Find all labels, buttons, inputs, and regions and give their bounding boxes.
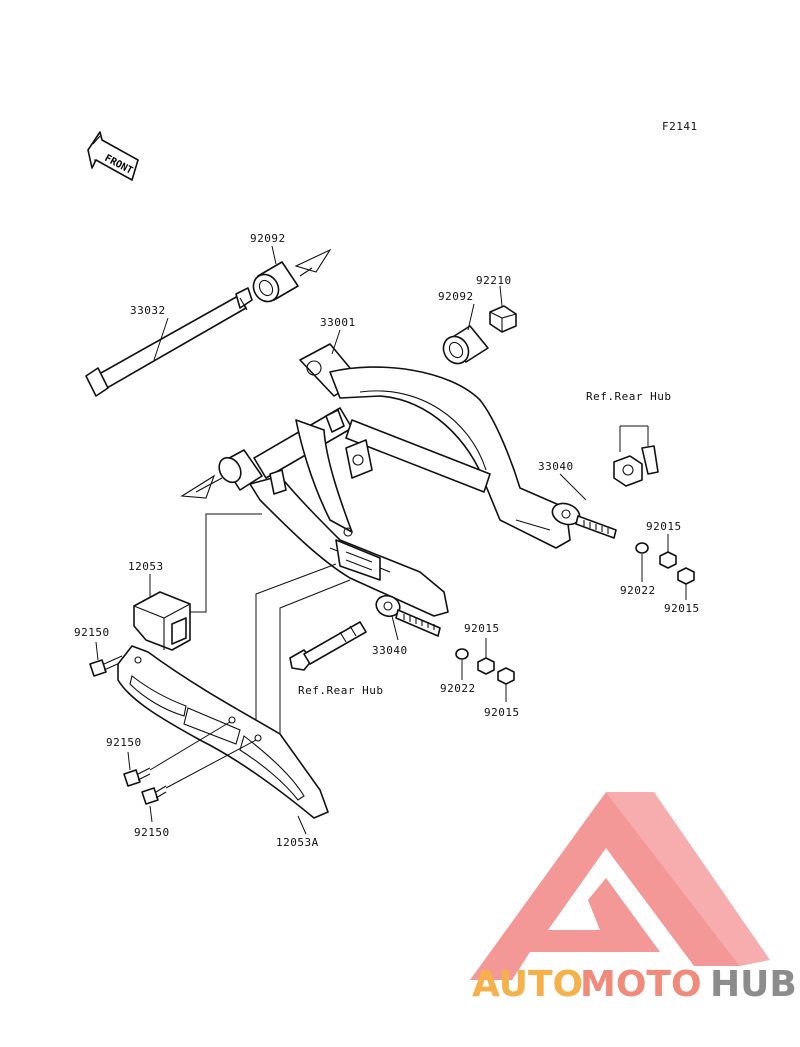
axle-bolt: [289, 621, 367, 671]
label-92022-upper: 92022: [620, 584, 656, 597]
front-arrow-icon: FRONT: [87, 131, 139, 181]
leader-ref-rear-hub-upper: [619, 425, 649, 452]
label-33001: 33001: [320, 316, 356, 329]
leader-guide-to-arm-b: [279, 579, 351, 742]
leader-92092-left: [271, 245, 277, 265]
leader-92150-a: [95, 641, 99, 661]
label-92022-lower: 92022: [440, 682, 476, 695]
automotohub-logo: AUTO MOTO HUB: [470, 792, 797, 1005]
nut-92015-upper-a: [659, 551, 677, 569]
bolt-92150-a: [89, 655, 123, 677]
leader-92150-c-to-plate: [165, 739, 257, 789]
label-ref-rear-hub-lower: Ref.Rear Hub: [298, 684, 383, 697]
leader-33040-upper: [559, 473, 587, 501]
chain-adjuster-upper: [551, 502, 617, 539]
logo-text-auto: AUTO: [472, 964, 583, 1005]
bushing-92092-right: [442, 325, 489, 365]
label-12053: 12053: [128, 560, 164, 573]
pivot-shaft: [85, 287, 253, 397]
leader-guide-to-arm-a: [255, 563, 337, 724]
logo-text-hub: HUB: [710, 964, 797, 1005]
label-33040-upper: 33040: [538, 460, 574, 473]
cap-92210: [489, 305, 517, 333]
logo-text-moto: MOTO: [580, 964, 702, 1005]
chain-guide-block: [133, 591, 191, 651]
cotter-pin: [641, 445, 659, 475]
leader-12053A: [297, 815, 307, 835]
leader-92210: [499, 285, 503, 307]
bushing-92092-left: [252, 261, 299, 303]
label-ref-rear-hub-upper: Ref.Rear Hub: [586, 390, 671, 403]
leader-33040-lower: [391, 615, 399, 641]
label-92150-c: 92150: [134, 826, 170, 839]
label-92092-right: 92092: [438, 290, 474, 303]
label-92015-upper-b: 92015: [664, 602, 700, 615]
chain-guide-plate: [117, 645, 329, 819]
label-92092-left: 92092: [250, 232, 286, 245]
leader-92150-c: [149, 805, 153, 823]
leader-92150-b-to-plate: [149, 721, 231, 771]
label-92150-b: 92150: [106, 736, 142, 749]
chain-adjuster-lower: [375, 594, 441, 637]
axle-nut: [613, 455, 643, 487]
label-92150-a: 92150: [74, 626, 110, 639]
leader-33001: [331, 329, 341, 355]
label-92210: 92210: [476, 274, 512, 287]
axis-arrow-upper: [294, 248, 332, 277]
label-33032: 33032: [130, 304, 166, 317]
bolt-92150-b: [123, 767, 151, 787]
leader-92092-right: [467, 303, 475, 331]
bolt-92150-c: [141, 785, 167, 805]
label-33040-lower: 33040: [372, 644, 408, 657]
label-12053A: 12053A: [276, 836, 319, 849]
logo-triangle-inner: [606, 792, 770, 966]
axis-arrow-lower: [180, 474, 223, 499]
leader-block-to-arm: [190, 513, 262, 613]
nut-92015-lower-b: [497, 667, 515, 685]
figure-code: F2141: [662, 120, 698, 133]
leader-92150-b: [127, 751, 131, 771]
washer-92022-lower: [455, 648, 469, 660]
nut-92015-lower-a: [477, 657, 495, 675]
label-92015-upper-a: 92015: [646, 520, 682, 533]
nut-92015-upper-b: [677, 567, 695, 585]
leader-33032: [153, 317, 169, 361]
label-92015-lower-b: 92015: [484, 706, 520, 719]
washer-92022-upper: [635, 542, 649, 554]
swingarm: [218, 343, 571, 617]
label-92015-lower-a: 92015: [464, 622, 500, 635]
logo-triangle: [470, 792, 740, 980]
